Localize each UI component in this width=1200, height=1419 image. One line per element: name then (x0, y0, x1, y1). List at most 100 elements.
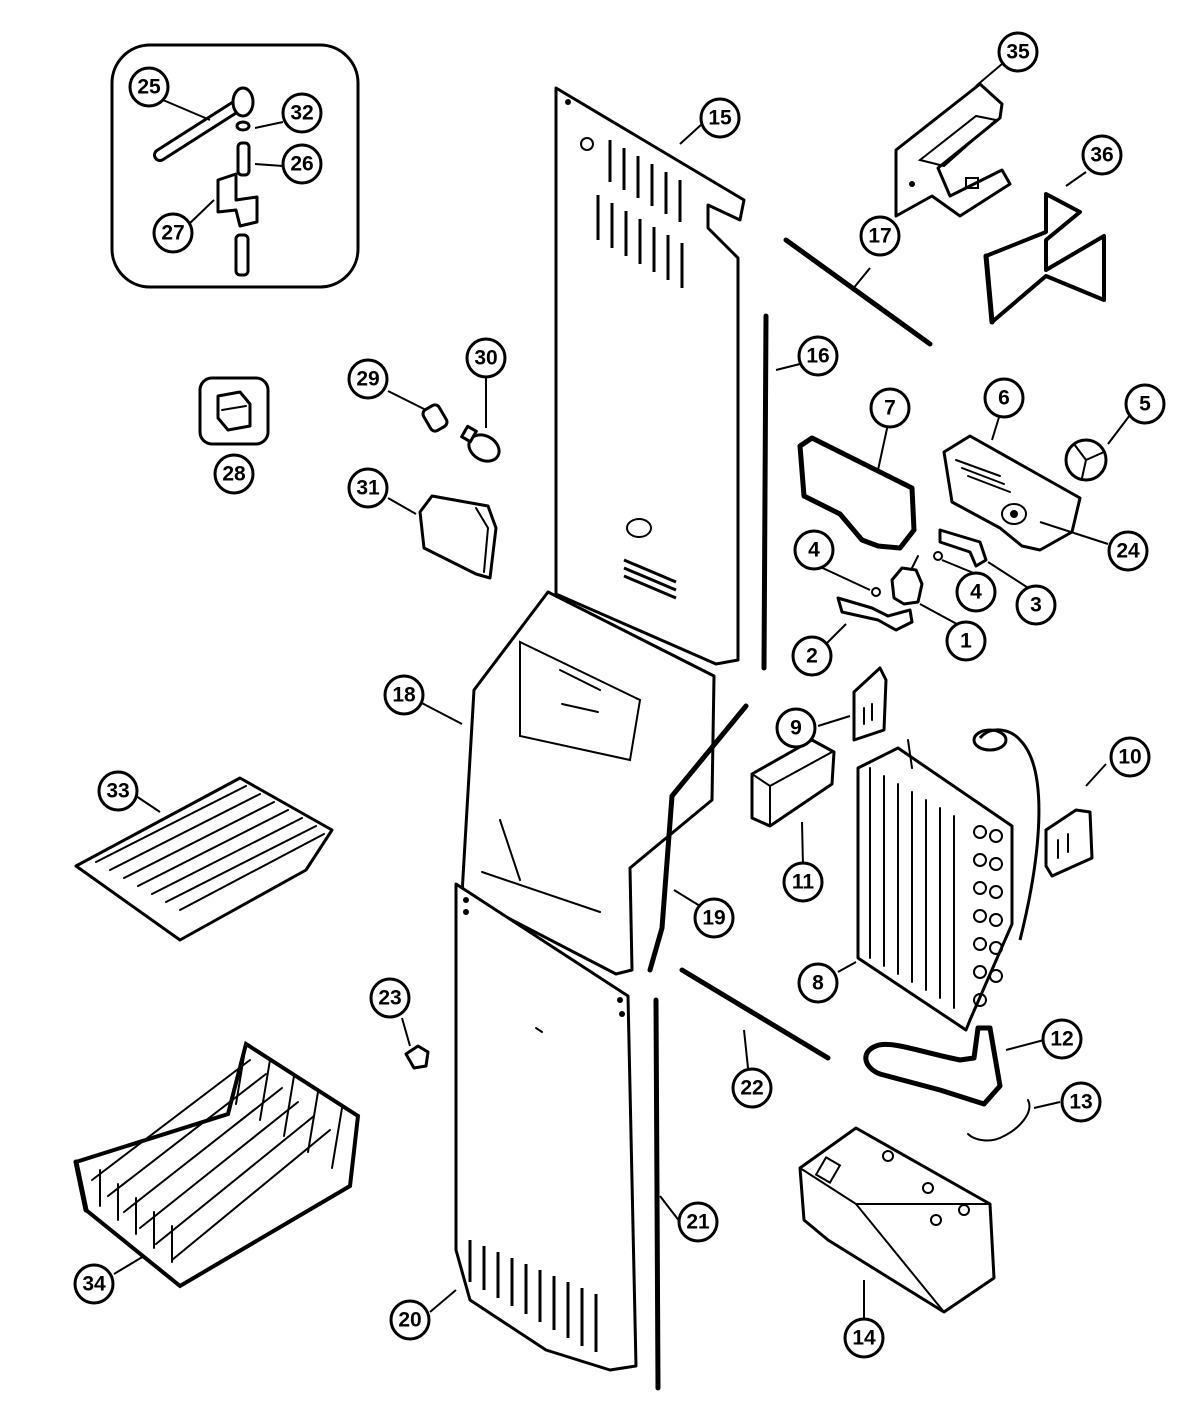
part-9-bracket (852, 666, 888, 742)
callout-6-label: 6 (998, 387, 1010, 410)
callout-25-label: 25 (137, 76, 161, 99)
callout-4-right-label: 4 (970, 581, 982, 604)
callout-36-label: 36 (1090, 144, 1113, 167)
part-22-strip (679, 967, 831, 1061)
callout-29: 29 (347, 358, 389, 400)
callout-16: 16 (797, 335, 839, 377)
part-21-strip (653, 997, 661, 1391)
callout-23-label: 23 (378, 987, 401, 1010)
part-34-basket (73, 1040, 361, 1289)
callout-18-label: 18 (392, 684, 416, 707)
part-36-frame (983, 192, 1106, 325)
callout-8-label: 8 (812, 972, 824, 995)
callout-5: 5 (1124, 383, 1166, 425)
callout-15-label: 15 (708, 107, 732, 130)
callout-17: 17 (859, 215, 901, 257)
callout-4-right: 4 (955, 571, 997, 613)
callout-11: 11 (782, 861, 824, 903)
part-20-lower-panel (454, 882, 638, 1372)
callout-15: 15 (699, 97, 741, 139)
callout-20: 20 (389, 1299, 431, 1341)
callout-8: 8 (797, 962, 839, 1004)
callout-3: 3 (1015, 584, 1057, 626)
callout-33: 33 (97, 770, 139, 812)
part-5-fan-blade (1064, 438, 1108, 482)
callout-27: 27 (152, 212, 194, 254)
callout-12: 12 (1041, 1018, 1083, 1060)
callout-26-label: 26 (290, 153, 313, 176)
callouts: 1 2 3 4 4 5 6 7 8 9 10 11 12 13 14 15 16… (73, 31, 1166, 1359)
part-12-defrost-heater (863, 1025, 1003, 1107)
callout-20-label: 20 (398, 1309, 421, 1332)
part-18-upper-duct (460, 590, 716, 976)
part-4-nut-b (933, 551, 943, 561)
callout-19-label: 19 (702, 907, 725, 930)
part-1-fan-motor (890, 555, 924, 606)
callout-16-label: 16 (806, 345, 829, 368)
part-10-bracket (1044, 808, 1094, 878)
part-29-socket (421, 403, 449, 433)
callout-19: 19 (693, 897, 735, 939)
callout-6: 6 (983, 377, 1025, 419)
callout-17-label: 17 (868, 225, 891, 248)
part-15-evaporator-cover (554, 86, 746, 666)
callout-1: 1 (945, 620, 987, 662)
part-27-clip (216, 172, 259, 228)
callout-9: 9 (775, 707, 817, 749)
callout-23: 23 (369, 977, 411, 1019)
callout-3-label: 3 (1030, 594, 1042, 617)
callout-32-label: 32 (290, 102, 313, 125)
callout-11-label: 11 (792, 871, 815, 894)
callout-34: 34 (73, 1263, 115, 1305)
callout-7: 7 (869, 387, 911, 429)
part-8-evaporator (856, 728, 1041, 1032)
callout-22: 22 (731, 1067, 773, 1109)
callout-22-label: 22 (740, 1077, 763, 1100)
callout-30: 30 (465, 337, 507, 379)
callout-13: 13 (1060, 1081, 1102, 1123)
callout-9-label: 9 (790, 717, 802, 740)
part-3-bracket (938, 528, 988, 568)
callout-35-label: 35 (1006, 41, 1030, 64)
part-13-wire (967, 1099, 1031, 1142)
part-16-strip (761, 313, 769, 671)
callout-24: 24 (1107, 530, 1149, 572)
part-33-shelf (74, 776, 334, 942)
callout-4-left: 4 (793, 529, 835, 571)
callout-5-label: 5 (1139, 393, 1151, 416)
part-4-nut-a (871, 587, 881, 597)
part-25-tube (153, 86, 255, 162)
callout-24-label: 24 (1116, 540, 1140, 563)
callout-32: 32 (281, 92, 323, 134)
callout-31-label: 31 (356, 477, 380, 500)
callout-14: 14 (843, 1317, 885, 1359)
callout-7-label: 7 (884, 397, 896, 420)
part-20-vents (468, 1240, 598, 1352)
part-30-bulb (460, 424, 501, 463)
part-7-gasket (797, 435, 917, 551)
callout-28-label: 28 (222, 463, 246, 486)
part-19-strip (647, 703, 749, 973)
callout-29-label: 29 (356, 368, 379, 391)
callout-33-label: 33 (106, 780, 129, 803)
part-2-motor-bracket (836, 596, 914, 632)
callout-25: 25 (128, 66, 170, 108)
callout-13-label: 13 (1069, 1091, 1092, 1114)
callout-2: 2 (791, 635, 833, 677)
part-8-tubes (973, 825, 1003, 1007)
callout-34-label: 34 (82, 1273, 106, 1296)
callout-31: 31 (347, 467, 389, 509)
callout-35: 35 (997, 31, 1039, 73)
part-26-sleeve (236, 141, 251, 177)
callout-4-left-label: 4 (808, 539, 820, 562)
callout-1-label: 1 (960, 630, 972, 653)
part-15-vents (596, 140, 684, 600)
callout-21-label: 21 (686, 1211, 710, 1234)
callout-14-label: 14 (852, 1327, 876, 1350)
callout-12-label: 12 (1050, 1028, 1073, 1051)
part-14-drain-pan (798, 1126, 996, 1314)
callout-10: 10 (1109, 736, 1151, 778)
callout-10-label: 10 (1118, 746, 1141, 769)
callout-30-label: 30 (474, 347, 497, 370)
